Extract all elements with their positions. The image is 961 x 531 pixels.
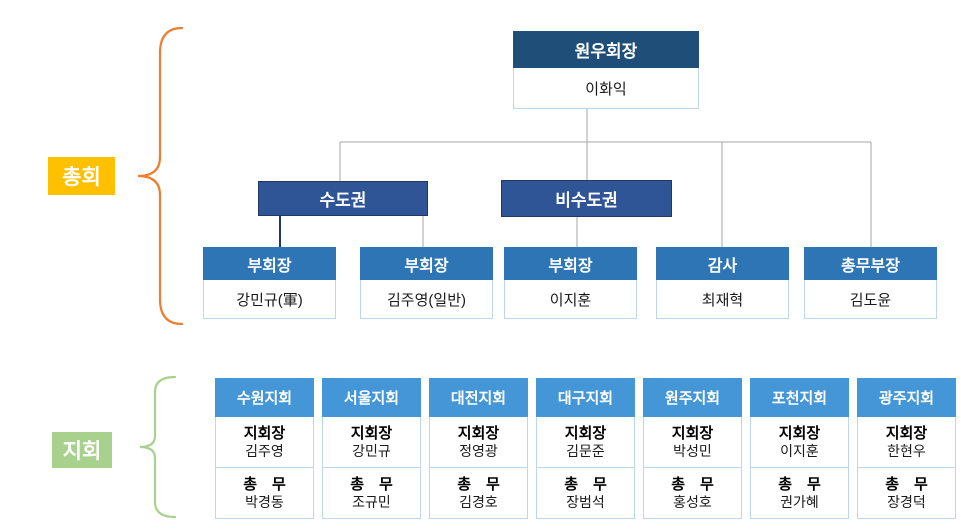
president-name: 이화익 bbox=[513, 68, 699, 109]
branch-group-label: 지회 bbox=[52, 432, 112, 468]
branch-chief-label: 지회장 bbox=[671, 424, 714, 442]
branch-chief-section: 지회장 한현우 bbox=[857, 417, 956, 468]
branch-chief-label: 지회장 bbox=[778, 424, 821, 442]
branch-chief-label: 지회장 bbox=[457, 424, 500, 442]
branch-title: 서울지회 bbox=[322, 378, 421, 417]
branch-admin-section: 총 무 조규민 bbox=[322, 468, 421, 519]
officer-card: 총무부장 김도윤 bbox=[804, 247, 937, 319]
branch-admin-name: 김경호 bbox=[459, 493, 498, 510]
branch-chief-name: 강민규 bbox=[352, 442, 391, 459]
branch-admin-label: 총 무 bbox=[350, 475, 393, 493]
branch-chief-name: 김주영 bbox=[245, 442, 284, 459]
branch-card: 광주지회 지회장 한현우 총 무 장경덕 bbox=[857, 378, 956, 519]
region-noncapital: 비수도권 bbox=[501, 180, 672, 217]
branch-admin-name: 장경덕 bbox=[887, 493, 926, 510]
branch-admin-label: 총 무 bbox=[457, 475, 500, 493]
branch-chief-section: 지회장 김문준 bbox=[536, 417, 635, 468]
branch-chief-label: 지회장 bbox=[885, 424, 928, 442]
branch-admin-label: 총 무 bbox=[564, 475, 607, 493]
branch-admin-section: 총 무 장경덕 bbox=[857, 468, 956, 519]
branch-chief-label: 지회장 bbox=[350, 424, 393, 442]
branch-chief-section: 지회장 김주영 bbox=[215, 417, 314, 468]
branch-admin-section: 총 무 장범석 bbox=[536, 468, 635, 519]
branch-title: 대전지회 bbox=[429, 378, 528, 417]
branch-card: 대전지회 지회장 정영광 총 무 김경호 bbox=[429, 378, 528, 519]
branch-chief-name: 이지훈 bbox=[780, 442, 819, 459]
officer-name: 김도윤 bbox=[804, 280, 937, 319]
branch-title: 수원지회 bbox=[215, 378, 314, 417]
branch-chief-name: 박성민 bbox=[673, 442, 712, 459]
officer-title: 부회장 bbox=[203, 247, 336, 280]
branch-card: 대구지회 지회장 김문준 총 무 장범석 bbox=[536, 378, 635, 519]
branch-card: 원주지회 지회장 박성민 총 무 홍성호 bbox=[643, 378, 742, 519]
branch-title: 대구지회 bbox=[536, 378, 635, 417]
officer-title: 총무부장 bbox=[804, 247, 937, 280]
officer-name: 최재혁 bbox=[656, 280, 789, 319]
assembly-brace bbox=[137, 27, 184, 325]
branch-title: 포천지회 bbox=[750, 378, 849, 417]
officer-name: 이지훈 bbox=[504, 280, 637, 319]
branch-admin-section: 총 무 권가혜 bbox=[750, 468, 849, 519]
branch-admin-name: 박경동 bbox=[245, 493, 284, 510]
branch-admin-label: 총 무 bbox=[243, 475, 286, 493]
branch-chief-section: 지회장 박성민 bbox=[643, 417, 742, 468]
officer-name: 강민규(軍) bbox=[203, 280, 336, 319]
officer-card: 부회장 강민규(軍) bbox=[203, 247, 336, 319]
branch-admin-section: 총 무 홍성호 bbox=[643, 468, 742, 519]
president-title: 원우회장 bbox=[513, 31, 699, 68]
branch-admin-name: 장범석 bbox=[566, 493, 605, 510]
branch-chief-label: 지회장 bbox=[243, 424, 286, 442]
branch-admin-name: 조규민 bbox=[352, 493, 391, 510]
branch-chief-section: 지회장 강민규 bbox=[322, 417, 421, 468]
officer-card: 감사 최재혁 bbox=[656, 247, 789, 319]
officer-card: 부회장 이지훈 bbox=[504, 247, 637, 319]
branch-card: 서울지회 지회장 강민규 총 무 조규민 bbox=[322, 378, 421, 519]
officer-title: 부회장 bbox=[504, 247, 637, 280]
branch-admin-label: 총 무 bbox=[671, 475, 714, 493]
officer-name: 김주영(일반) bbox=[360, 280, 493, 319]
branch-title: 원주지회 bbox=[643, 378, 742, 417]
branch-admin-section: 총 무 박경동 bbox=[215, 468, 314, 519]
assembly-group-label: 총회 bbox=[48, 157, 115, 195]
branch-brace bbox=[139, 376, 177, 518]
officer-card: 부회장 김주영(일반) bbox=[360, 247, 493, 319]
branch-admin-name: 권가혜 bbox=[780, 493, 819, 510]
branch-chief-name: 김문준 bbox=[566, 442, 605, 459]
branch-card: 수원지회 지회장 김주영 총 무 박경동 bbox=[215, 378, 314, 519]
branch-chief-label: 지회장 bbox=[564, 424, 607, 442]
region-capital: 수도권 bbox=[258, 181, 428, 216]
president-card: 원우회장 이화익 bbox=[513, 31, 699, 109]
branch-chief-section: 지회장 이지훈 bbox=[750, 417, 849, 468]
branch-title: 광주지회 bbox=[857, 378, 956, 417]
branch-chief-name: 한현우 bbox=[887, 442, 926, 459]
branch-chief-section: 지회장 정영광 bbox=[429, 417, 528, 468]
branch-admin-name: 홍성호 bbox=[673, 493, 712, 510]
branch-admin-label: 총 무 bbox=[778, 475, 821, 493]
officer-title: 부회장 bbox=[360, 247, 493, 280]
branch-admin-section: 총 무 김경호 bbox=[429, 468, 528, 519]
branch-admin-label: 총 무 bbox=[885, 475, 928, 493]
branch-card: 포천지회 지회장 이지훈 총 무 권가혜 bbox=[750, 378, 849, 519]
officer-title: 감사 bbox=[656, 247, 789, 280]
branch-chief-name: 정영광 bbox=[459, 442, 498, 459]
